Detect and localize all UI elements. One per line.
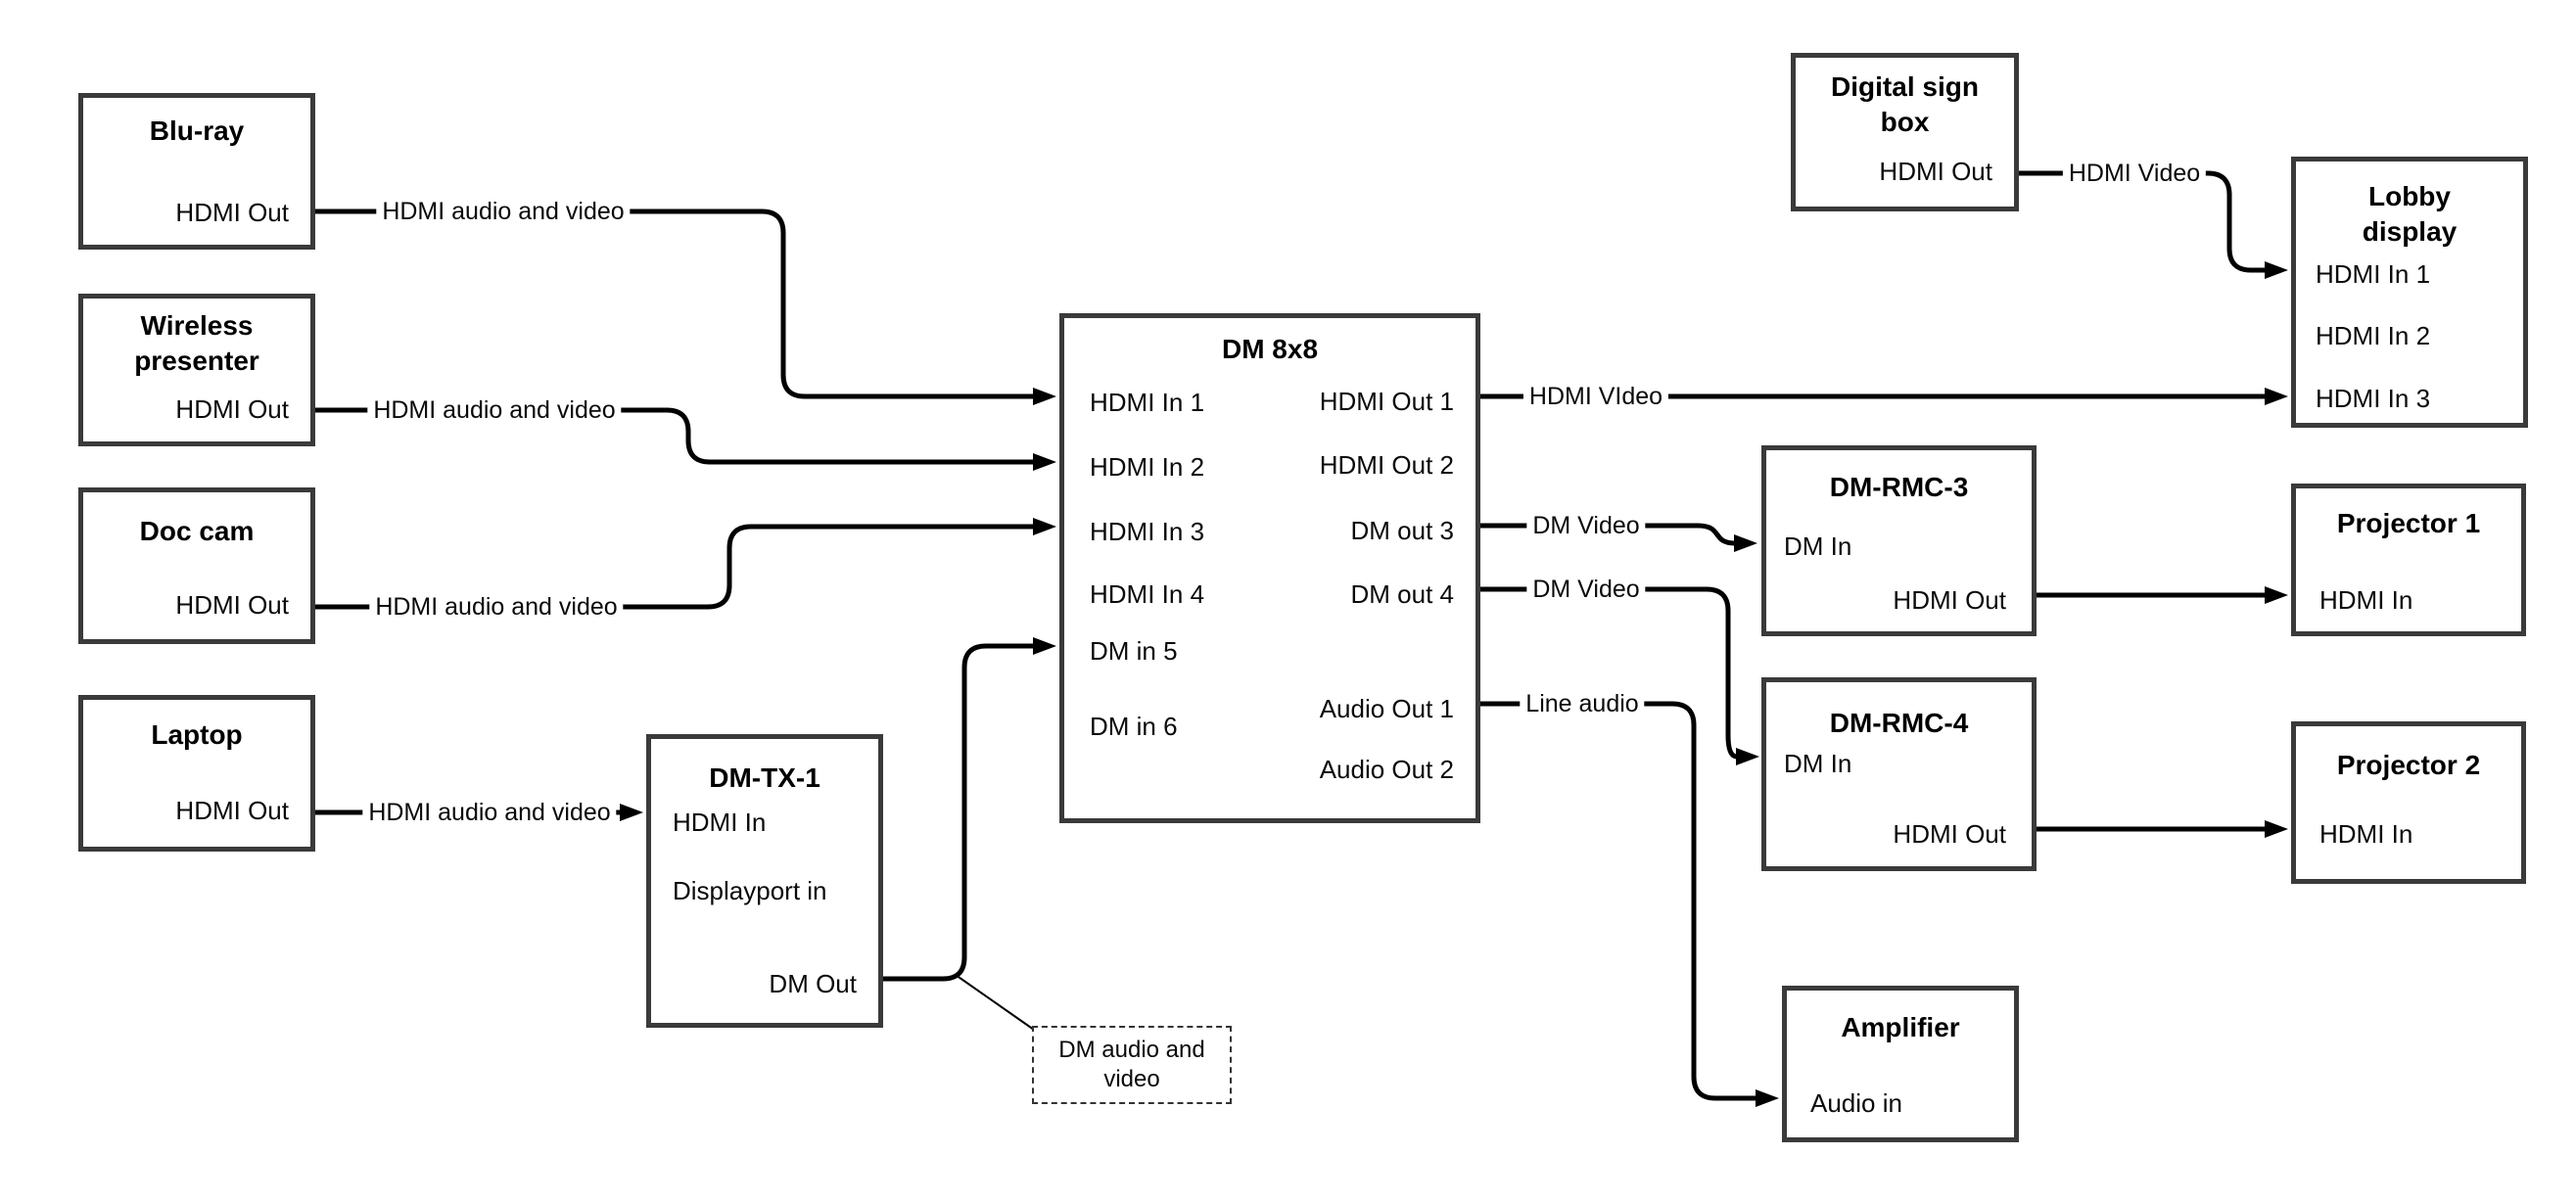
cable-label-hdmi-out1: HDMI VIdeo	[1522, 382, 1669, 411]
node-title-text: Doc cam	[139, 516, 255, 546]
port-amp-audio-in: Audio in	[1810, 1088, 1902, 1118]
node-title-text: Lobby display	[2362, 181, 2458, 247]
node-title: DM-RMC-4	[1766, 706, 2032, 741]
port-rmc4-hdmi-out: HDMI Out	[1893, 819, 2006, 849]
cable-label-dm-out3: DM Video	[1526, 511, 1646, 540]
wire-bluray-to-dm8x8-in1	[315, 208, 1056, 405]
cable-label-laptop: HDMI audio and video	[362, 798, 617, 827]
port-laptop-hdmi-out: HDMI Out	[175, 796, 289, 825]
port-lobby-hdmi-in-1: HDMI In 1	[2316, 259, 2431, 289]
node-title-text: Projector 2	[2336, 750, 2481, 780]
node-dm-tx-1: DM-TX-1 HDMI In Displayport in DM Out	[646, 734, 883, 1028]
node-projector-2: Projector 2 HDMI In	[2291, 721, 2526, 884]
callout-note-text: DM audio and video	[1058, 1037, 1205, 1092]
node-digital-sign-box: Digital sign box HDMI Out	[1791, 53, 2019, 211]
node-dm-rmc-3: DM-RMC-3 DM In HDMI Out	[1761, 445, 2037, 636]
port-dm8x8-audio-out-1: Audio Out 1	[1319, 694, 1454, 723]
port-bluray-hdmi-out: HDMI Out	[175, 198, 289, 227]
cable-label-audio-out1: Line audio	[1520, 689, 1645, 718]
node-title: DM 8x8	[1064, 332, 1475, 367]
node-title: Amplifier	[1787, 1010, 2014, 1045]
node-bluray: Blu-ray HDMI Out	[78, 93, 315, 250]
port-dmtx-dm-out: DM Out	[769, 969, 857, 998]
cable-label-dm-out4: DM Video	[1526, 575, 1646, 604]
port-lobby-hdmi-in-3: HDMI In 3	[2316, 384, 2431, 413]
node-title: Digital sign box	[1796, 69, 2014, 140]
node-wireless-presenter: Wireless presenter HDMI Out	[78, 294, 315, 446]
node-title: Projector 2	[2296, 748, 2521, 783]
port-dm8x8-hdmi-in-3: HDMI In 3	[1090, 517, 1205, 546]
cable-label-doccam: HDMI audio and video	[369, 592, 624, 622]
port-dmtx-hdmi-in: HDMI In	[673, 808, 767, 837]
port-dm8x8-hdmi-in-1: HDMI In 1	[1090, 388, 1205, 417]
node-doc-cam: Doc cam HDMI Out	[78, 487, 315, 644]
port-wireless-hdmi-out: HDMI Out	[175, 394, 289, 424]
node-amplifier: Amplifier Audio in	[1782, 986, 2019, 1142]
node-dm-8x8: DM 8x8 HDMI In 1 HDMI In 2 HDMI In 3 HDM…	[1059, 313, 1480, 823]
node-title-text: Blu-ray	[149, 115, 245, 146]
node-dm-rmc-4: DM-RMC-4 DM In HDMI Out	[1761, 677, 2037, 871]
port-dm8x8-audio-out-2: Audio Out 2	[1319, 755, 1454, 784]
cable-label-digitalsign: HDMI Video	[2062, 159, 2207, 188]
port-dm8x8-hdmi-out-2: HDMI Out 2	[1319, 450, 1454, 480]
node-title-text: DM-TX-1	[709, 762, 820, 793]
port-dm8x8-dm-in-5: DM in 5	[1090, 636, 1178, 666]
port-rmc3-hdmi-out: HDMI Out	[1893, 585, 2006, 615]
node-title-text: Wireless presenter	[134, 310, 259, 376]
port-dm8x8-dm-out-4: DM out 4	[1350, 579, 1455, 609]
port-rmc3-dm-in: DM In	[1784, 531, 1852, 561]
port-dm8x8-dm-in-6: DM in 6	[1090, 712, 1178, 741]
port-proj1-hdmi-in: HDMI In	[2319, 585, 2413, 615]
callout-note-box: DM audio and video	[1032, 1026, 1232, 1104]
node-title-text: DM-RMC-4	[1829, 708, 1969, 738]
port-rmc4-dm-in: DM In	[1784, 749, 1852, 778]
port-proj2-hdmi-in: HDMI In	[2319, 819, 2413, 849]
node-title: DM-RMC-3	[1766, 470, 2032, 505]
port-dm8x8-hdmi-out-1: HDMI Out 1	[1319, 387, 1454, 416]
callout-pointer-line	[955, 974, 1035, 1031]
node-title: Lobby display	[2296, 179, 2523, 250]
node-title-text: Projector 1	[2336, 508, 2481, 538]
port-dm8x8-hdmi-in-2: HDMI In 2	[1090, 452, 1205, 482]
port-lobby-hdmi-in-2: HDMI In 2	[2316, 321, 2431, 350]
port-dm8x8-hdmi-in-4: HDMI In 4	[1090, 579, 1205, 609]
wire-dm8x8-audio1-to-amplifier	[1480, 701, 1779, 1107]
port-doccam-hdmi-out: HDMI Out	[175, 590, 289, 620]
node-title-text: Digital sign box	[1831, 71, 1979, 137]
node-title-text: Amplifier	[1841, 1012, 1960, 1042]
port-dmtx-displayport-in: Displayport in	[673, 876, 827, 905]
cable-label-bluray: HDMI audio and video	[376, 197, 631, 226]
node-title: DM-TX-1	[651, 761, 878, 796]
node-title-text: DM-RMC-3	[1829, 472, 1969, 502]
node-title-text: Laptop	[151, 719, 243, 750]
node-title: Laptop	[83, 717, 310, 753]
node-projector-1: Projector 1 HDMI In	[2291, 484, 2526, 636]
node-lobby-display: Lobby display HDMI In 1 HDMI In 2 HDMI I…	[2291, 157, 2528, 428]
node-title: Doc cam	[83, 514, 310, 549]
node-title-text: DM 8x8	[1221, 334, 1319, 364]
port-dm8x8-dm-out-3: DM out 3	[1350, 516, 1455, 545]
node-title: Blu-ray	[83, 114, 310, 149]
wire-dm8x8-out4-to-rmc4-dm-in	[1480, 586, 1759, 765]
wire-dmtx-to-dm8x8-in5	[883, 637, 1056, 982]
port-digitalsign-hdmi-out: HDMI Out	[1879, 157, 1992, 186]
node-title: Projector 1	[2296, 506, 2521, 541]
cable-label-wireless: HDMI audio and video	[367, 395, 622, 425]
node-laptop: Laptop HDMI Out	[78, 695, 315, 852]
node-title: Wireless presenter	[83, 308, 310, 379]
